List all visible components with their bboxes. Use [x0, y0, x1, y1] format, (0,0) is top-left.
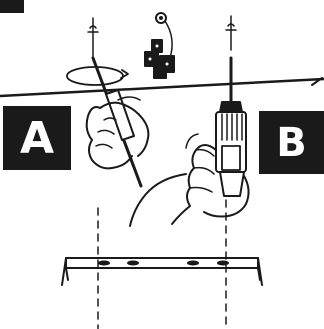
guide-line — [97, 199, 227, 329]
mounting-bracket-icon — [61, 257, 263, 286]
cable-icon — [129, 173, 187, 227]
step-label-b: B — [259, 111, 324, 174]
drill-icon — [215, 56, 247, 197]
corner-mark — [0, 0, 24, 13]
ceiling-line — [0, 77, 324, 98]
anchor-icon — [225, 15, 237, 51]
anchor-icon — [87, 17, 99, 59]
hand-icon — [85, 96, 150, 170]
hand-icon — [171, 133, 250, 225]
step-label-a: A — [3, 106, 71, 170]
wall-plug-icon — [144, 12, 175, 79]
